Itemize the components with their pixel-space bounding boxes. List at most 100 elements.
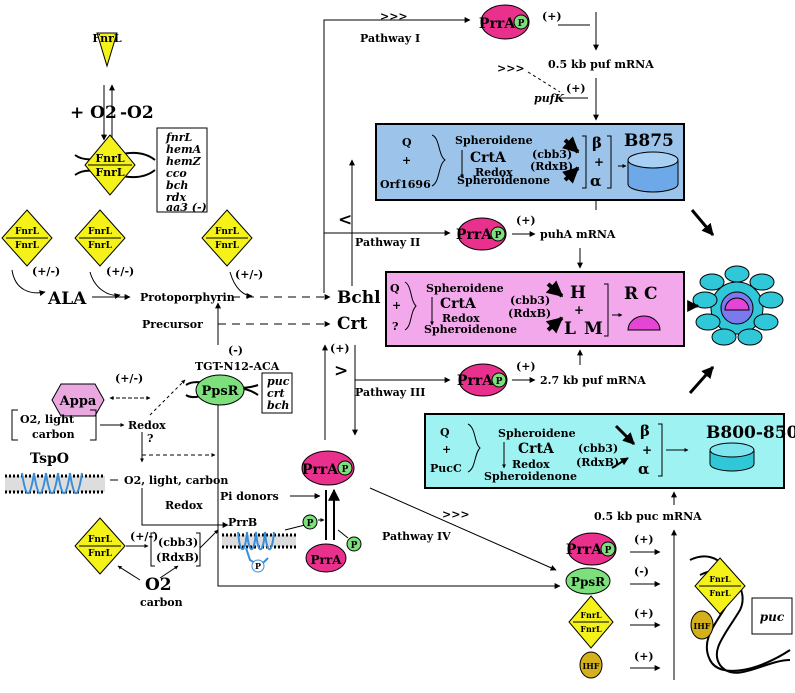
svg-text:CrtA: CrtA [470, 150, 507, 166]
p-green-2: P [346, 536, 362, 552]
svg-text:Q: Q [440, 426, 450, 439]
svg-text:α: α [638, 460, 650, 478]
svg-text:PucC: PucC [430, 462, 462, 475]
svg-text:PpsR: PpsR [202, 384, 239, 399]
svg-text:(cbb3): (cbb3) [158, 536, 198, 549]
fnrl-diamond-1: FnrL FnrL [1, 209, 53, 267]
svg-text:Pi donors: Pi donors [220, 490, 279, 503]
prra-p-bottom: PrrA P [566, 532, 617, 566]
prra-p-path2: PrrA P [456, 217, 507, 251]
p-green-1: P [302, 514, 318, 530]
svg-text:P: P [351, 541, 358, 551]
puc-promoter-dna: FnrL FnrL IHF puc [689, 555, 793, 674]
svg-text:Redox: Redox [165, 499, 203, 512]
svg-text:P: P [605, 546, 612, 556]
svg-text:P: P [255, 561, 261, 571]
svg-text:β: β [592, 134, 602, 152]
svg-text:FnrL: FnrL [215, 241, 240, 251]
svg-text:(+/-): (+/-) [130, 530, 158, 543]
svg-text:fnrL: fnrL [165, 131, 193, 144]
svg-text:>: > [334, 361, 348, 381]
svg-text:(cbb3): (cbb3) [578, 442, 618, 455]
svg-text:rdx: rdx [166, 191, 186, 204]
svg-text:O2, light: O2, light [20, 413, 75, 426]
svg-text:IHF: IHF [694, 621, 711, 631]
svg-text:PrrA: PrrA [456, 227, 493, 243]
svg-text:R C: R C [624, 284, 658, 304]
svg-text:Redox: Redox [442, 312, 480, 325]
svg-text:Spheroidene: Spheroidene [498, 427, 576, 440]
svg-text:(+): (+) [330, 342, 350, 355]
appa-node: Appa [51, 383, 105, 417]
fnrl-diamond-4: FnrL FnrL [74, 517, 126, 575]
svg-text:+: + [642, 443, 652, 457]
svg-text:O2, light, carbon: O2, light, carbon [124, 474, 228, 487]
svg-text:IHF: IHF [583, 661, 600, 671]
o2-minus-label: -O2 [120, 103, 154, 123]
o2-plus-label: + O2 [70, 103, 117, 123]
fnrl-diamond-2: FnrL FnrL [74, 209, 126, 267]
ala-label: ALA [47, 289, 87, 309]
prra-p-center: PrrA P [301, 450, 355, 486]
svg-text:(cbb3): (cbb3) [510, 294, 550, 307]
svg-text:cco: cco [166, 167, 187, 180]
prra-p-path3: PrrA P [457, 363, 508, 397]
svg-text:L: L [564, 319, 576, 339]
puha-mrna: puhA mRNA [540, 228, 616, 241]
svg-text:(+): (+) [634, 533, 654, 546]
svg-text:carbon: carbon [32, 428, 75, 441]
puf-05-mrna: 0.5 kb puf mRNA [548, 58, 654, 71]
svg-text:>>>: >>> [497, 62, 525, 75]
svg-text:(RdxB): (RdxB) [508, 307, 551, 320]
svg-text:α: α [590, 172, 602, 190]
box-rc: Q + ? Spheroidene Spheroidenone CrtA Red… [385, 271, 685, 347]
ihf-node: IHF [579, 651, 603, 679]
svg-text:(RdxB): (RdxB) [156, 551, 199, 564]
svg-text:?: ? [147, 432, 153, 445]
svg-text:>>>: >>> [442, 508, 470, 521]
svg-text:(+): (+) [634, 607, 654, 620]
svg-text:Redox: Redox [512, 458, 550, 471]
svg-text:+: + [594, 155, 604, 169]
svg-text:Q: Q [390, 282, 400, 295]
svg-text:FnrL: FnrL [88, 227, 113, 237]
svg-text:FnrL: FnrL [215, 227, 240, 237]
svg-text:PrrA: PrrA [479, 16, 516, 32]
svg-text:CrtA: CrtA [440, 296, 477, 312]
svg-text:FnrL: FnrL [88, 241, 113, 251]
svg-text:O2: O2 [145, 575, 172, 595]
svg-text:B875: B875 [624, 131, 674, 151]
svg-text:Redox: Redox [128, 419, 166, 432]
svg-text:(+): (+) [566, 82, 586, 95]
prra-p-path1: PrrA P [479, 4, 530, 40]
svg-text:bch: bch [267, 399, 289, 412]
svg-text:>>>: >>> [380, 10, 408, 23]
svg-text:β: β [640, 422, 650, 440]
svg-text:(+/-): (+/-) [235, 268, 263, 281]
photosynthetic-unit-icon [692, 265, 784, 346]
ppsr-bottom: PpsR [565, 567, 611, 595]
svg-text:FnrL: FnrL [580, 610, 602, 620]
ppsr-node: PpsR [195, 374, 245, 406]
svg-text:FnrL: FnrL [709, 588, 731, 598]
bchl-label: Bchl [337, 288, 381, 308]
crt-label: Crt [337, 314, 367, 334]
svg-text:+: + [442, 443, 451, 456]
prrb-membrane: P [222, 531, 296, 573]
svg-text:P: P [307, 519, 314, 529]
svg-text:(+): (+) [634, 650, 654, 663]
tspo-label: TspO [30, 451, 69, 467]
svg-text:<: < [338, 210, 352, 230]
svg-text:(RdxB): (RdxB) [530, 160, 573, 173]
svg-text:PrrA: PrrA [457, 373, 494, 389]
precursor-label: Precursor [142, 318, 203, 331]
svg-text:aa3 (-): aa3 (-) [166, 201, 207, 214]
svg-text:+: + [392, 299, 401, 312]
puc-05-mrna: 0.5 kb puc mRNA [594, 510, 702, 523]
svg-text:(-): (-) [634, 565, 649, 578]
pathway-2-label: Pathway II [355, 236, 420, 249]
svg-text:TGT-N12-ACA: TGT-N12-ACA [195, 360, 280, 373]
svg-text:Q: Q [402, 136, 412, 149]
